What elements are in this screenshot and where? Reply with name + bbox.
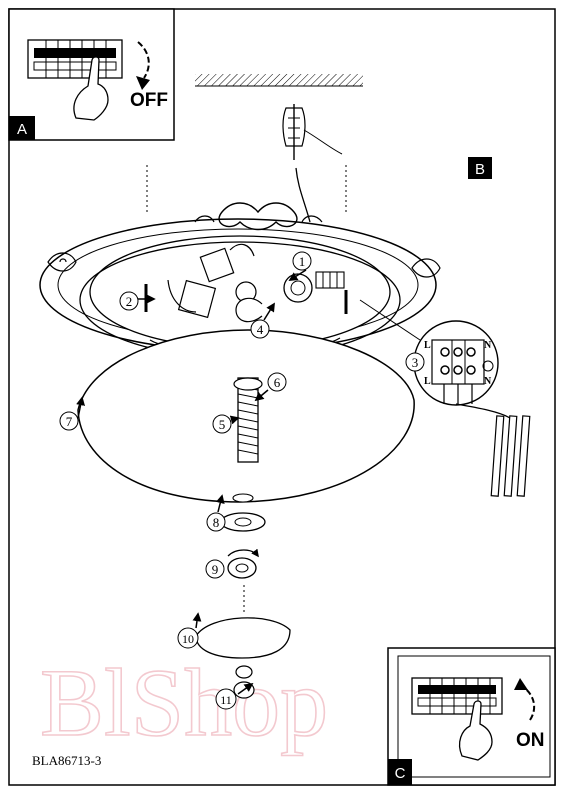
product-code: BLA86713-3 <box>32 753 101 768</box>
terminal-top-right-label: N <box>484 340 492 351</box>
panel-a: A OFF <box>9 9 174 140</box>
panel-c: C ON <box>388 648 555 785</box>
off-label: OFF <box>130 90 168 111</box>
step-11: 11 <box>220 693 232 707</box>
step-3: 3 <box>412 355 419 370</box>
terminal-top-left-label: L <box>424 340 431 351</box>
washer-icon <box>221 513 265 531</box>
ceiling-hatch <box>195 74 363 86</box>
bulb-icon <box>284 274 312 302</box>
step-8: 8 <box>213 515 220 530</box>
step-7: 7 <box>66 414 73 429</box>
supply-wires <box>456 404 530 496</box>
step-2: 2 <box>126 294 133 309</box>
watermark: BlShop <box>40 649 328 756</box>
on-label: ON <box>516 730 545 751</box>
step-4: 4 <box>257 322 264 337</box>
small-glass-icon <box>196 618 290 658</box>
threaded-rod-icon <box>234 378 262 462</box>
panel-a-letter: A <box>17 121 27 138</box>
step-6: 6 <box>274 375 281 390</box>
terminal-bottom-right-label: N <box>484 376 492 387</box>
breaker-icon <box>28 40 122 78</box>
panel-b-letter: B <box>475 161 485 178</box>
panel-c-letter: C <box>395 765 406 782</box>
step-10: 10 <box>182 632 194 646</box>
terminal-bottom-left-label: L <box>424 376 431 387</box>
step-1: 1 <box>299 254 306 269</box>
nut-icon <box>228 550 258 578</box>
wall-plug-icon <box>283 104 342 160</box>
breaker-icon-c <box>412 678 502 714</box>
step-5: 5 <box>219 417 226 432</box>
step-9: 9 <box>212 562 219 577</box>
